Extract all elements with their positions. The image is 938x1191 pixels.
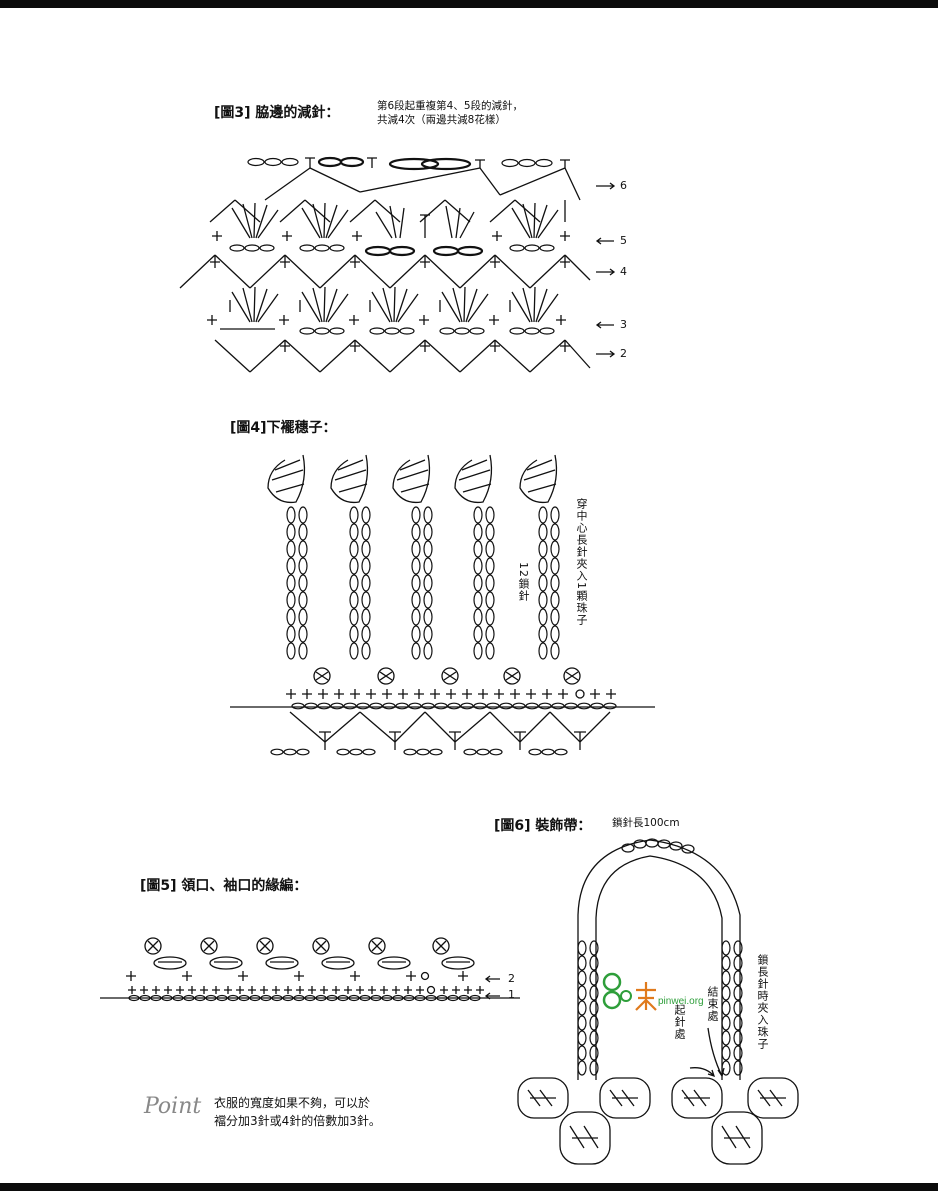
fig3-note-line2: 共減4次（兩邊共減8花樣） xyxy=(377,114,506,126)
fig3-note-line1: 第6段起重複第4、5段的減針， xyxy=(377,100,524,112)
fig4-beads xyxy=(313,667,581,685)
bottom-bar xyxy=(0,1183,938,1191)
fig4-tassel-5 xyxy=(519,454,560,660)
fig3-row5-fans xyxy=(212,202,570,241)
fig3-title: [圖3] 脇邊的減針： xyxy=(214,105,340,121)
fig4-title: [圖4]下襬穗子： xyxy=(230,420,337,436)
fig6-pointer-arrows xyxy=(689,1027,725,1078)
fig4-bead-note: 穿中心長針夾入1顆珠子 xyxy=(575,498,588,626)
fig6-arch xyxy=(577,839,741,1080)
fig3-row-label-2: 2 xyxy=(620,347,627,360)
fig5-foundation-chains xyxy=(128,994,481,1002)
fig5-picots xyxy=(144,937,475,970)
fig3-row-label-5: 5 xyxy=(620,234,627,247)
fig6-left-column xyxy=(577,940,599,1076)
fig5-row2 xyxy=(126,971,500,983)
fig6-right-flower xyxy=(671,1077,799,1165)
fig3-row-label-3: 3 xyxy=(620,318,627,331)
watermark-logo-icon xyxy=(602,972,657,1011)
point-line1: 衣服的寬度如果不夠，可以於 xyxy=(214,1096,371,1110)
fig6-finish-label: 結束處 xyxy=(706,986,719,1022)
fig4-tassel-4 xyxy=(454,454,495,660)
fig3-row6-chains xyxy=(247,156,553,171)
fig5-title: [圖5] 領口、袖口的緣編： xyxy=(140,878,308,894)
fig6-top-chains xyxy=(621,838,695,854)
fig6-side-note: 鎖長針時夾入珠子 xyxy=(756,954,769,1050)
fig3-row4-stitches xyxy=(179,199,591,289)
fig4-tassel-2 xyxy=(330,454,371,660)
fig5-row1 xyxy=(100,985,520,1000)
fig4-chain-label: 12鎖針 xyxy=(517,562,530,602)
fig4-tassel-1 xyxy=(267,454,308,660)
fig6-right-column xyxy=(721,940,743,1076)
watermark-site: pinwei.org xyxy=(658,996,704,1007)
fig6-start-label: 起針處 xyxy=(673,1004,686,1040)
fig4-tassel-3 xyxy=(392,454,433,660)
fig6-left-flower xyxy=(517,1077,651,1165)
fig3-row-label-6: 6 xyxy=(620,179,627,192)
fig4-base-row xyxy=(230,689,655,750)
fig4-base-chains xyxy=(270,702,617,756)
fig3-row6-stitches xyxy=(264,157,581,201)
fig3-row-arrows xyxy=(595,182,616,358)
fig5-row-label-1: 1 xyxy=(508,988,515,1001)
fig3-row2-stitches xyxy=(214,300,591,373)
fig3-row5-chains xyxy=(229,244,555,257)
fig3-row-label-4: 4 xyxy=(620,265,627,278)
fig5-row-label-2: 2 xyxy=(508,972,515,985)
fig3-row3-chains xyxy=(299,327,555,335)
fig6-length-note: 鎖針長100cm xyxy=(612,817,680,829)
top-bar xyxy=(0,0,938,8)
fig3-row3-fans xyxy=(207,286,566,330)
point-label: Point xyxy=(144,1094,202,1119)
fig6-title: [圖6] 裝飾帶： xyxy=(494,818,592,834)
point-line2: 襠分加3針或4針的倍數加3針。 xyxy=(214,1114,381,1128)
